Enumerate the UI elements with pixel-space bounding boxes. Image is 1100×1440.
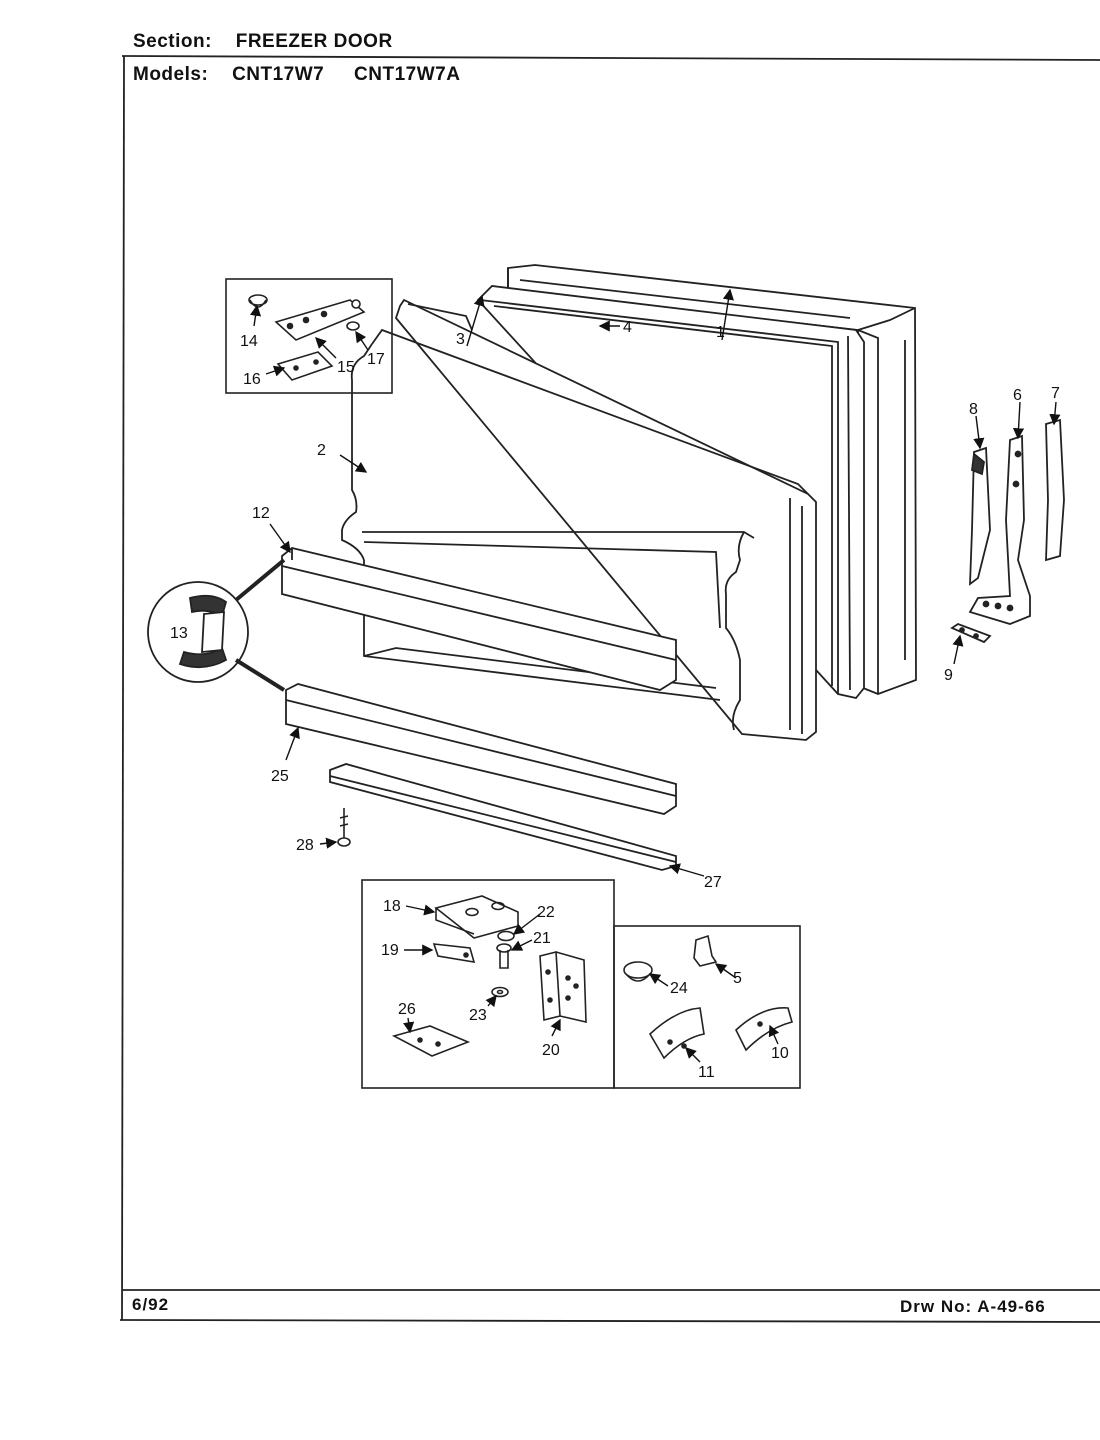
inner-door-liner: [341, 298, 817, 741]
callout-5: 5: [733, 970, 742, 987]
small-parts-box: [613, 925, 801, 1089]
callout-11: 11: [698, 1064, 715, 1081]
callout-15: 15: [337, 359, 355, 376]
upper-hinge-kit-box: [225, 278, 393, 394]
models-header: Models: CNT17W7 CNT17W7A: [133, 64, 484, 86]
callout-13: 13: [170, 625, 188, 642]
section-value: FREEZER DOOR: [235, 31, 393, 52]
callout-25: 25: [271, 768, 289, 785]
callout-6: 6: [1013, 387, 1022, 404]
page-frame: [119, 55, 1100, 1323]
lower-door-shelf: [285, 683, 677, 815]
callout-3: 3: [456, 331, 465, 348]
drawing-number: Drw No: A-49-66: [900, 1297, 1046, 1316]
callout-14: 14: [240, 333, 258, 350]
revision-date: 6/92: [132, 1295, 170, 1314]
callout-23: 23: [469, 1007, 487, 1024]
detail-bubble-13: [147, 558, 286, 692]
callout-24: 24: [670, 980, 688, 997]
callout-9: 9: [944, 667, 953, 684]
callout-21: 21: [533, 930, 551, 947]
callout-26: 26: [398, 1001, 416, 1018]
callout-4: 4: [623, 319, 632, 336]
callout-18: 18: [383, 898, 401, 915]
callout-28: 28: [296, 837, 314, 854]
outer-door-panel: [507, 264, 917, 695]
callout-labels: 1 2 3 4 5 6 7 8 9 10 11 12 13 14 15 16 1…: [170, 319, 1060, 1081]
section-header: Section: FREEZER DOOR: [133, 31, 393, 53]
model-number: CNT17W7A: [354, 64, 461, 85]
callout-19: 19: [381, 942, 399, 959]
mounting-screw: [337, 808, 351, 847]
callout-20: 20: [542, 1042, 560, 1059]
callout-16: 16: [243, 371, 261, 388]
callout-27: 27: [704, 874, 722, 891]
leader-lines: [250, 288, 1061, 1063]
callout-12: 12: [252, 505, 270, 522]
callout-10: 10: [771, 1045, 789, 1062]
callout-8: 8: [969, 401, 978, 418]
upper-door-shelf: [281, 547, 677, 691]
callout-22: 22: [537, 904, 555, 921]
section-label: Section:: [133, 31, 212, 52]
callout-7: 7: [1051, 385, 1060, 402]
callout-1: 1: [716, 324, 725, 341]
callout-2: 2: [317, 442, 326, 459]
models-label: Models:: [133, 64, 209, 85]
callout-17: 17: [367, 351, 385, 368]
model-number: CNT17W7: [232, 64, 325, 85]
door-handle-assembly: [950, 418, 1065, 644]
